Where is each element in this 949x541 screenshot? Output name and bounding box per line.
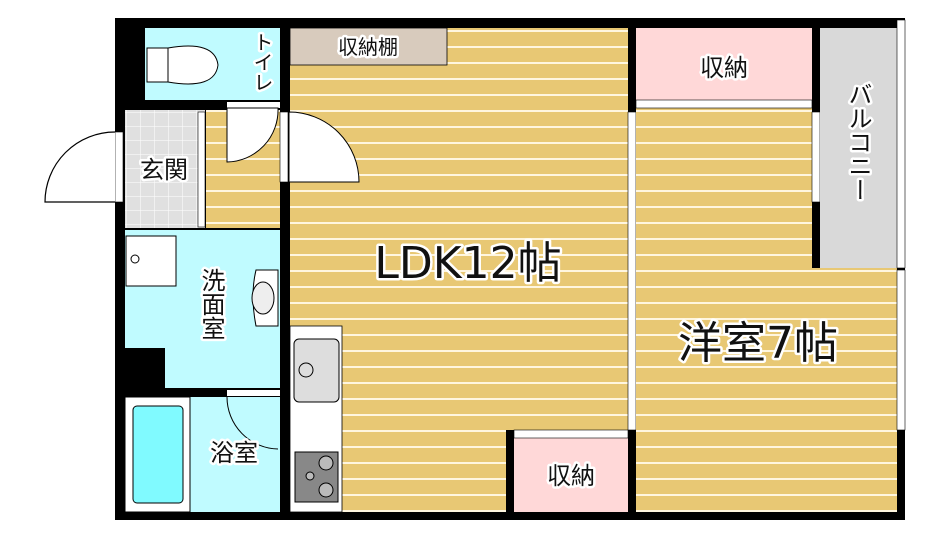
washing-machine-icon [125,235,177,287]
bathroom-floor [190,397,280,512]
sliding-door[interactable] [627,111,637,431]
toilet-door[interactable] [226,107,279,163]
ldk-storage-sliding-door[interactable] [513,429,629,439]
toilet-icon [146,45,219,85]
pillar [125,348,165,388]
bath-door-frame [227,390,280,396]
western-storage [636,28,812,100]
western-storage-label: 収納 [700,54,748,82]
bathroom-label: 浴室 [210,439,258,467]
stove-icon [294,451,339,503]
western-room-label: 洋室7帖 [678,318,838,369]
sink-icon [293,338,340,403]
balcony-window[interactable] [811,111,821,203]
balcony-rail [896,19,906,269]
toilet-door-frame [227,102,280,108]
ldk-door[interactable] [288,111,360,183]
balcony-label: バルコニー [844,82,872,202]
balcony [820,28,897,268]
entrance-door-frame[interactable] [114,131,124,203]
entrance-step [197,111,206,228]
toilet-label: トイレ [250,32,274,92]
entrance-label: 玄関 [140,156,188,184]
window[interactable] [896,269,906,431]
entrance-floor [125,110,205,228]
storage-shelf [289,27,448,66]
storage-shelf-label: 収納棚 [338,35,398,59]
bathtub-icon [132,405,184,504]
ldk-storage [514,438,628,512]
wall [506,430,514,512]
western-storage-sliding-door[interactable] [635,99,813,109]
washroom-label: 洗面室 [197,268,225,340]
ldk-storage-label: 収納 [547,462,595,490]
ldk-label: LDK12帖 [374,238,561,289]
wash-basin-icon [251,269,279,327]
entrance-door[interactable] [44,131,116,203]
bath-door[interactable] [226,396,279,450]
ldk-door-frame [279,111,289,183]
